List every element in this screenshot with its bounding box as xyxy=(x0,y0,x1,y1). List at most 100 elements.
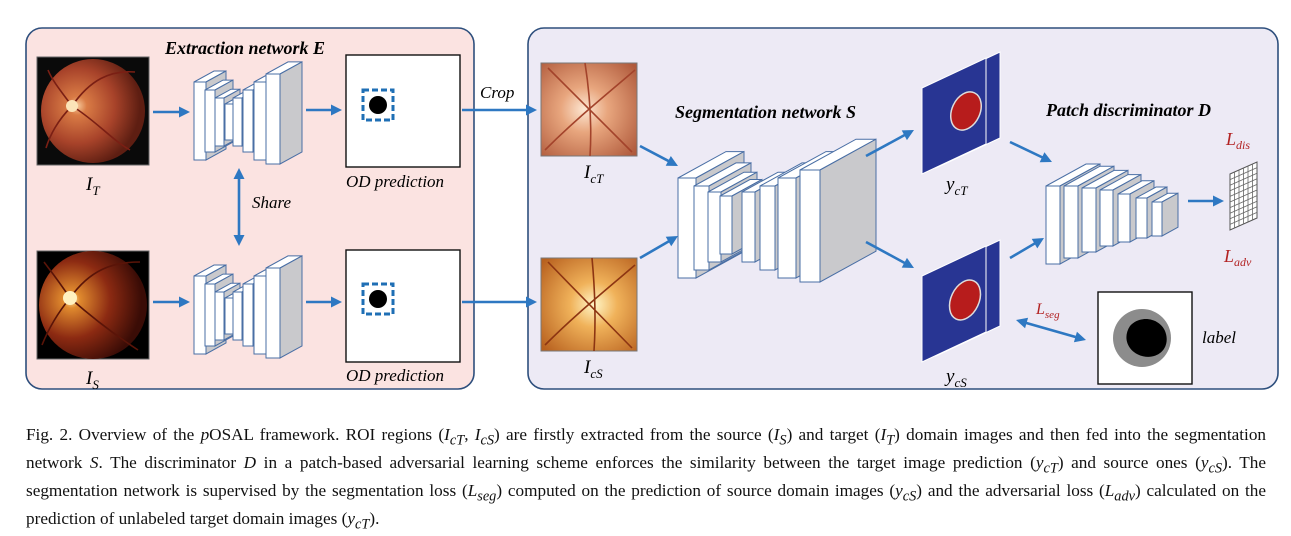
caption-part: ) are firstly extracted from the source … xyxy=(494,425,774,444)
flow-arrow xyxy=(153,296,190,308)
patch-discriminator-network xyxy=(1045,163,1179,265)
l-dis-sub: dis xyxy=(1236,138,1250,152)
od-prediction-label-top: OD prediction xyxy=(346,172,444,191)
y-ct-base: y xyxy=(944,174,955,195)
caption-part: OSAL framework. ROI regions ( xyxy=(209,425,445,444)
target-prediction-map xyxy=(921,51,1001,175)
flow-arrow xyxy=(865,240,914,268)
l-dis-base: L xyxy=(1225,129,1236,149)
y-ct-sub: cT xyxy=(954,183,968,198)
caption-part: T xyxy=(886,432,895,449)
i-t-label: IT xyxy=(85,174,100,198)
l-adv-base: L xyxy=(1223,246,1234,266)
caption-part: I xyxy=(474,425,481,444)
caption-part: D xyxy=(243,452,257,472)
flow-arrow xyxy=(1016,317,1086,343)
i-s-label: IS xyxy=(85,368,99,392)
i-t-sub: T xyxy=(92,183,100,198)
share-label: Share xyxy=(252,193,291,212)
figure-caption: Fig. 2. Overview of the pOSAL framework.… xyxy=(26,424,1266,536)
flow-arrow xyxy=(639,236,678,260)
caption-part: cS xyxy=(1208,460,1222,477)
patch-output-grid xyxy=(1229,161,1258,231)
flow-arrow xyxy=(1009,140,1052,163)
flow-arrow xyxy=(865,130,914,158)
label-text: label xyxy=(1202,328,1236,347)
extraction-title: Extraction network E xyxy=(164,38,325,58)
caption-part: S xyxy=(779,432,787,449)
caption-part: cT xyxy=(449,432,465,449)
caption-part: cT xyxy=(355,516,370,533)
flow-arrow xyxy=(306,296,342,308)
caption-part: , xyxy=(464,425,475,444)
caption-part: I xyxy=(880,425,887,444)
l-seg-base: L xyxy=(1035,301,1045,318)
extraction-network-bottom xyxy=(193,255,303,359)
i-ct-sub: cT xyxy=(590,171,604,186)
framework-diagram: Extraction network E Segmentation networ… xyxy=(25,27,1279,392)
caption-part: ) and the adversarial loss ( xyxy=(916,480,1105,500)
od-prediction-map-bottom xyxy=(345,249,461,363)
caption-part: ) computed on the prediction of source d… xyxy=(496,480,896,500)
segmentation-network xyxy=(677,138,877,283)
caption-part: L xyxy=(467,480,478,500)
flow-arrow xyxy=(639,144,678,166)
l-seg-sub: seg xyxy=(1045,309,1060,321)
i-cs-label: IcS xyxy=(583,357,603,381)
y-cs-label: ycS xyxy=(944,366,967,390)
i-cs-base: I xyxy=(583,357,592,378)
caption-part: y xyxy=(347,508,356,528)
i-ct-label: IcT xyxy=(583,162,604,186)
l-adv-sub: adv xyxy=(1234,255,1252,269)
i-t-base: I xyxy=(85,174,94,195)
i-s-sub: S xyxy=(92,377,99,392)
segmentation-panel xyxy=(527,27,1279,390)
caption-part: ) and target ( xyxy=(786,425,881,444)
y-ct-label: ycT xyxy=(944,174,968,198)
network-layer xyxy=(265,61,303,165)
caption-part: I xyxy=(444,425,450,444)
network-layer xyxy=(265,255,303,359)
caption-part: ) domain images and then fed into the se… xyxy=(26,425,1267,472)
caption-part: y xyxy=(895,480,903,500)
od-prediction-map-top xyxy=(345,54,461,168)
caption-part: cS xyxy=(902,488,917,505)
caption-part: ). The segmentation network is supervise… xyxy=(26,452,1267,500)
caption-part: ). xyxy=(369,508,380,528)
caption-part: ) and source ones ( xyxy=(1057,452,1201,472)
caption-part: I xyxy=(773,425,780,444)
segmentation-title: Segmentation network S xyxy=(675,102,856,122)
caption-part: S xyxy=(89,452,99,472)
caption-part: Fig. 2. Overview of the xyxy=(26,425,201,444)
flow-arrow xyxy=(306,104,342,116)
y-cs-base: y xyxy=(944,366,955,387)
cropped-source-roi xyxy=(540,257,638,352)
od-prediction-label-bottom: OD prediction xyxy=(346,366,444,385)
i-ct-base: I xyxy=(583,162,592,183)
extraction-network-top xyxy=(193,61,303,165)
i-s-base: I xyxy=(85,368,94,389)
caption-part: p xyxy=(200,425,210,444)
caption-part: cT xyxy=(1043,460,1058,477)
flow-arrow xyxy=(462,104,537,116)
caption-part: L xyxy=(1104,480,1115,500)
crop-label: Crop xyxy=(480,83,514,102)
flow-arrow xyxy=(153,106,190,118)
discriminator-title: Patch discriminator D xyxy=(1045,100,1211,120)
l-seg-label: Lseg xyxy=(1035,301,1060,321)
flow-arrow xyxy=(462,296,537,308)
caption-part: . The discriminator xyxy=(98,452,244,472)
flow-arrow xyxy=(233,168,245,246)
l-dis-label: Ldis xyxy=(1225,129,1250,152)
l-adv-label: Ladv xyxy=(1223,246,1252,269)
flow-arrow xyxy=(1188,195,1224,207)
network-layer xyxy=(799,138,877,283)
caption-part: y xyxy=(1035,452,1044,472)
cropped-target-roi xyxy=(540,62,638,157)
y-cs-sub: cS xyxy=(954,375,967,390)
caption-part: in a patch-based adversarial learning sc… xyxy=(256,452,1036,472)
caption-part: adv xyxy=(1114,488,1135,505)
caption-part: y xyxy=(1200,452,1209,472)
caption-part: cS xyxy=(480,432,495,449)
ground-truth-label-map xyxy=(1097,291,1193,385)
